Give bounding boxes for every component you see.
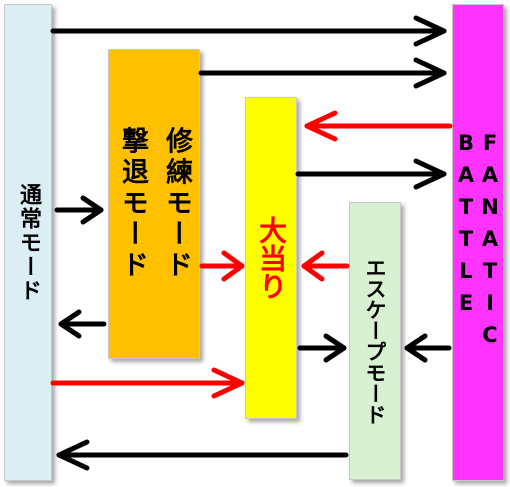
arrow-drill-to-jackpot xyxy=(199,250,245,282)
escape-mode-label: エスケープモード xyxy=(363,257,387,425)
arrow-jackpot-to-escape xyxy=(297,333,347,363)
drill-mode-label: 修練モード撃退モード xyxy=(110,127,198,282)
drill-mode-label-line2: 撃退モード xyxy=(117,126,148,282)
arrow-normal-to-drill xyxy=(54,195,104,225)
drill-mode-label-line1: 修練モード xyxy=(161,126,192,282)
arrow-fanatic-to-jackpot xyxy=(304,110,453,142)
arrow-normal-to-fanatic xyxy=(50,15,447,47)
drill-mode-box: 修練モード撃退モード xyxy=(108,49,200,359)
normal-mode-label: 通常モード xyxy=(16,182,41,303)
arrow-escape-to-jackpot xyxy=(301,250,350,282)
arrow-fanatic-to-escape xyxy=(404,333,452,363)
escape-mode-box: エスケープモード xyxy=(349,202,401,480)
fanatic-battle-label-line1: FANATIC xyxy=(478,130,502,355)
arrow-escape-to-normal xyxy=(56,439,349,471)
jackpot-label: 大当り xyxy=(255,216,288,300)
jackpot-box: 大当り xyxy=(245,97,297,419)
arrow-jackpot-to-fanatic xyxy=(295,158,447,190)
arrow-normal-to-jackpot xyxy=(50,367,245,399)
arrow-drill-to-fanatic xyxy=(198,57,447,89)
normal-mode-box: 通常モード xyxy=(4,4,52,481)
arrow-drill-to-normal xyxy=(58,309,107,339)
fanatic-battle-label-line2: BATTLE xyxy=(454,130,478,323)
